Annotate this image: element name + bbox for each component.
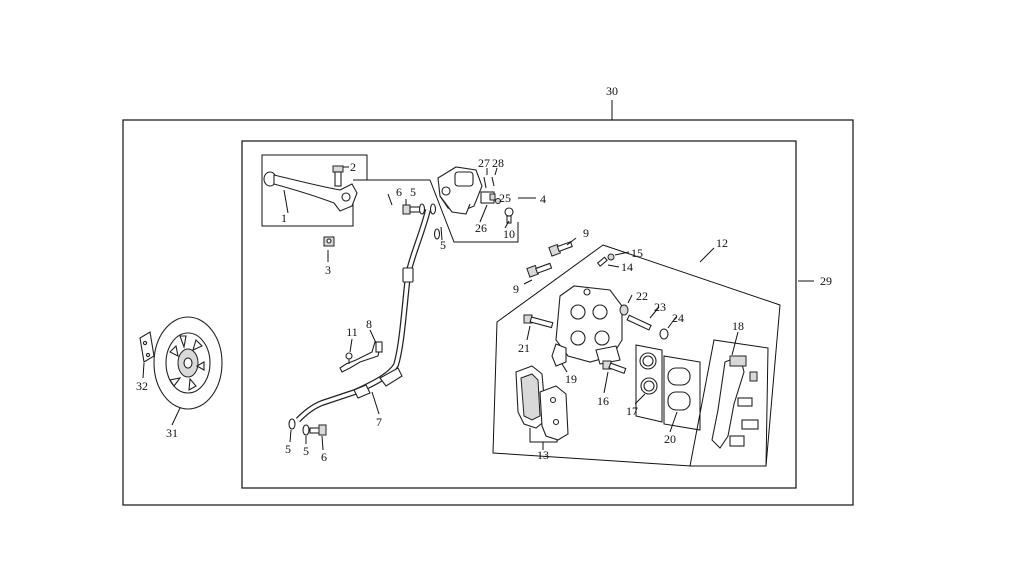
brake-lever [263, 171, 358, 212]
callout-3: 3 [325, 263, 331, 277]
callout-11: 11 [346, 325, 358, 339]
callout-5b: 5 [440, 238, 446, 252]
callout-29: 29 [820, 274, 832, 288]
callout-5c: 5 [285, 442, 291, 456]
callout-6b: 6 [321, 450, 327, 464]
callout-9a: 9 [583, 226, 589, 240]
callout-5a: 5 [410, 185, 416, 199]
caliper-pistons [663, 355, 701, 431]
brake-light-switch [480, 176, 501, 204]
callout-26: 26 [475, 221, 487, 235]
lower-banjo-bolt [288, 418, 327, 436]
callout-8: 8 [366, 317, 372, 331]
caliper-small-parts [619, 304, 669, 340]
leader-lines [142, 166, 739, 451]
brake-hose [295, 209, 431, 423]
pad-spring [551, 343, 567, 367]
disc-bolt-plate [139, 331, 155, 363]
callout-7: 7 [376, 415, 382, 429]
lever-nut [323, 236, 335, 247]
callout-22: 22 [636, 289, 648, 303]
lever-pivot-bolt [332, 165, 344, 187]
callout-20: 20 [664, 432, 676, 446]
callout-12: 12 [716, 236, 728, 250]
callout-27: 27 [478, 156, 490, 170]
bleed-screw [596, 253, 615, 267]
callout-14: 14 [621, 260, 633, 274]
callout-1: 1 [281, 211, 287, 225]
callout-15: 15 [631, 246, 643, 260]
lever-group-bracket [261, 154, 536, 243]
upper-banjo-bolt [402, 203, 441, 240]
callout-2: 2 [350, 160, 356, 174]
callout-32: 32 [136, 379, 148, 393]
callout-9b: 9 [513, 282, 519, 296]
callout-24: 24 [672, 311, 684, 325]
callout-30: 30 [606, 84, 618, 98]
master-cylinder [437, 166, 483, 215]
callout-31: 31 [166, 426, 178, 440]
callout-19: 19 [565, 372, 577, 386]
brake-pads [515, 365, 569, 443]
callout-4: 4 [540, 192, 546, 206]
brake-disc [153, 316, 223, 410]
callout-18: 18 [732, 319, 744, 333]
part-callouts: 1 2 3 4 5 5 5 5 6 6 7 8 9 9 10 11 12 13 … [136, 84, 832, 464]
caliper-pins [523, 314, 627, 374]
callout-23: 23 [654, 300, 666, 314]
callout-13: 13 [537, 448, 549, 462]
outer-assembly-frame [122, 119, 854, 506]
reservoir-bolt [504, 207, 514, 224]
callout-28: 28 [492, 156, 504, 170]
callout-10: 10 [503, 227, 515, 241]
callout-5d: 5 [303, 444, 309, 458]
caliper-body [555, 285, 623, 365]
callout-17: 17 [626, 404, 638, 418]
hose-clamp [339, 341, 383, 373]
callout-25: 25 [499, 191, 511, 205]
callout-6a: 6 [396, 185, 402, 199]
callout-16: 16 [597, 394, 609, 408]
caliper-mounting-bracket [689, 339, 769, 467]
piston-seals [635, 344, 663, 423]
inner-assembly-frame [241, 140, 797, 489]
callout-21: 21 [518, 341, 530, 355]
